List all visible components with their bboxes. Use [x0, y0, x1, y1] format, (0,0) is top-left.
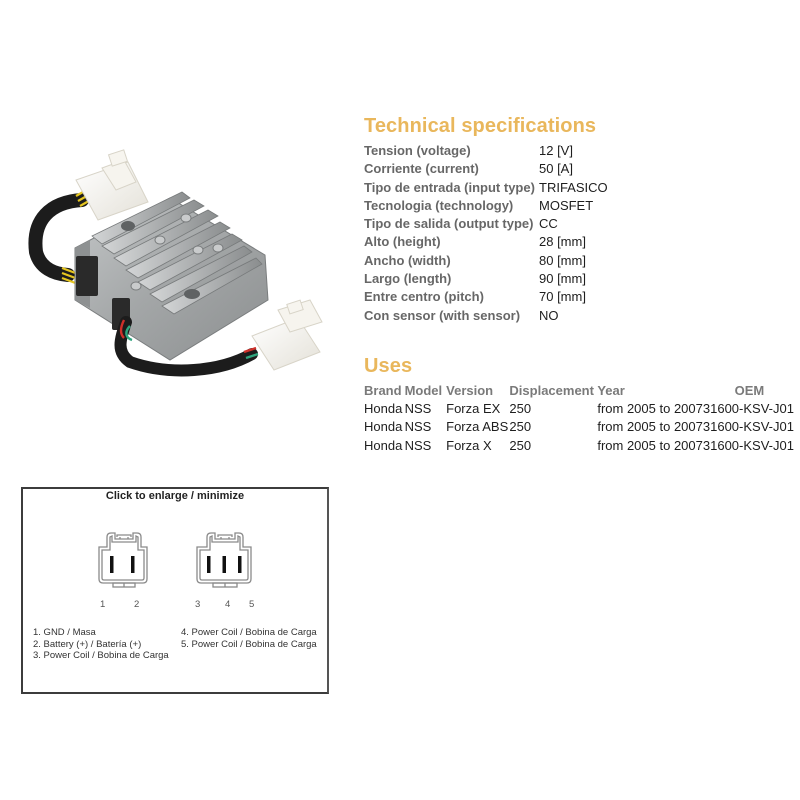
cell-brand: Honda	[364, 419, 403, 435]
spec-label: Tipo de salida (output type)	[364, 216, 534, 232]
cell-version: Forza ABS	[446, 419, 509, 435]
spec-row-input-type: Tipo de entrada (input type)TRIFASICO	[364, 179, 784, 197]
cell-displacement: 250	[509, 419, 532, 435]
cell-displacement: 250	[509, 401, 532, 416]
spec-value: 80 [mm]	[539, 252, 586, 268]
spec-label: Largo (length)	[364, 271, 452, 287]
cell-model: NSS	[404, 419, 432, 435]
spec-label: Con sensor (with sensor)	[364, 307, 521, 323]
pinout-legend-left: 1. GND / Masa 2. Battery (+) / Batería (…	[33, 627, 169, 662]
spec-value: 12 [V]	[539, 143, 573, 158]
spec-value: 50 [A]	[539, 161, 573, 177]
header-year: Year	[597, 383, 625, 398]
spec-value: CC	[539, 216, 558, 232]
cell-oem: 31600-KSV-J01	[702, 419, 794, 435]
spec-value: 90 [mm]	[539, 271, 586, 287]
spec-value: TRIFASICO	[539, 179, 608, 195]
spec-value: 28 [mm]	[539, 234, 586, 250]
connector-pinout-illustration	[98, 532, 252, 588]
pinout-legend-right: 4. Power Coil / Bobina de Carga 5. Power…	[181, 627, 317, 650]
spec-label: Alto (height)	[364, 234, 441, 250]
spec-label: Entre centro (pitch)	[364, 289, 484, 305]
spec-label: Corriente (current)	[364, 161, 479, 177]
spec-row-technology: Tecnologia (technology) MOSFET	[364, 197, 784, 215]
cell-year: from 2005 to 2007	[597, 437, 703, 453]
pin-label-2: 2	[134, 599, 140, 610]
uses-section: Uses Brand Model Version Displacement Ye…	[364, 354, 794, 455]
uses-header-row: Brand Model Version Displacement Year OE…	[364, 382, 794, 400]
cell-model: NSS	[404, 401, 432, 416]
spec-value: 70 [mm]	[539, 289, 586, 305]
cell-model: NSS	[404, 437, 432, 453]
specs-list: Tension (voltage) 12 [V] Corriente (curre…	[364, 142, 784, 325]
legend-item: 1. GND / Masa	[33, 627, 96, 638]
spec-row-length: Largo (length) 90 [mm]	[364, 270, 784, 288]
cell-brand: Honda	[364, 437, 403, 453]
regulator-rectifier-illustration	[28, 149, 323, 377]
spec-row-pitch: Entre centro (pitch) 70 [mm]	[364, 288, 784, 306]
spec-label: Tension (voltage)	[364, 143, 471, 158]
uses-title: Uses	[364, 355, 413, 377]
spec-row-width: Ancho (width) 80 [mm]	[364, 252, 784, 270]
pin-label-3: 3	[195, 599, 201, 610]
header-version: Version	[446, 383, 494, 398]
header-displacement: Displacement	[509, 383, 594, 398]
legend-item: 3. Power Coil / Bobina de Carga	[33, 650, 169, 661]
cell-oem: 31600-KSV-J01	[702, 401, 794, 416]
cell-version: Forza EX	[446, 401, 501, 416]
two-pin-connector-icon	[98, 532, 148, 588]
legend-item: 2. Battery (+) / Batería (+)	[33, 638, 142, 650]
pin-label-4: 4	[225, 599, 231, 610]
three-pin-connector-icon	[196, 532, 252, 588]
enlarge-minimize-link[interactable]: Click to enlarge / minimize	[105, 490, 245, 502]
spec-row-height: Alto (height) 28 [mm]	[364, 233, 784, 251]
product-image	[20, 140, 340, 380]
spec-label: Tipo de entrada (input type)	[364, 179, 535, 195]
uses-table: Brand Model Version Displacement Year OE…	[364, 382, 794, 455]
cell-year: from 2005 to 2007	[597, 419, 703, 435]
spec-row-current: Corriente (current) 50 [A]	[364, 160, 784, 178]
cell-brand: Honda	[364, 401, 403, 416]
pin-label-5: 5	[249, 599, 255, 610]
header-brand: Brand	[364, 383, 402, 398]
legend-item: 5. Power Coil / Bobina de Carga	[181, 638, 317, 650]
spec-value: MOSFET	[539, 197, 594, 213]
spec-label: Tecnologia (technology)	[364, 197, 514, 213]
header-model: Model	[404, 383, 443, 398]
table-row: Honda NSS Forza X 250 from 2005 to 2007 …	[364, 437, 794, 455]
specs-title: Technical specifications	[364, 115, 597, 137]
spec-label: Ancho (width)	[364, 252, 451, 268]
header-oem: OEM	[734, 383, 765, 398]
cell-version: Forza X	[446, 437, 492, 453]
connector-diagram[interactable]: Click to enlarge / minimize 1 2 3 4 5 1.…	[21, 487, 329, 694]
spec-row-voltage: Tension (voltage) 12 [V]	[364, 142, 784, 160]
legend-item: 4. Power Coil / Bobina de Carga	[181, 627, 317, 638]
technical-specifications: Technical specifications Tension (voltag…	[364, 114, 784, 325]
spec-value: NO	[539, 307, 559, 323]
cell-displacement: 250	[509, 437, 532, 453]
table-row: Honda NSS Forza ABS 250 from 2005 to 200…	[364, 418, 794, 436]
spec-row-sensor: Con sensor (with sensor) NO	[364, 307, 784, 325]
table-row: Honda NSS Forza EX 250 from 2005 to 2007…	[364, 400, 794, 418]
cell-year: from 2005 to 2007	[597, 401, 703, 416]
pin-label-1: 1	[100, 599, 106, 610]
spec-row-output-type: Tipo de salida (output type) CC	[364, 215, 784, 233]
cell-oem: 31600-KSV-J01	[702, 437, 794, 453]
